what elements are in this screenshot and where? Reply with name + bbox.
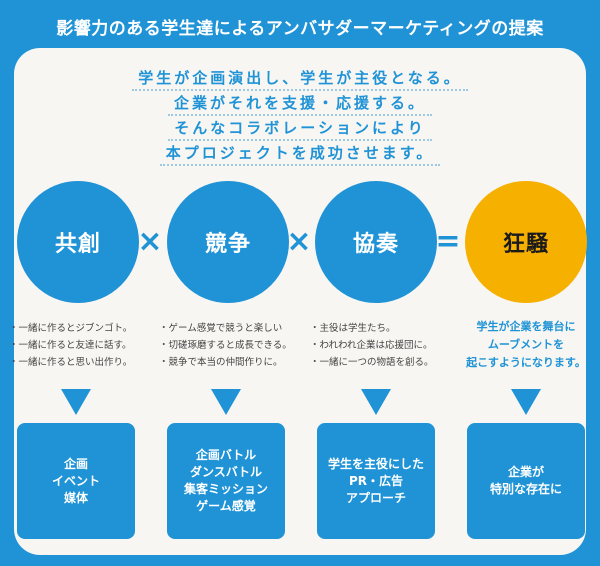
note-item: ・ゲーム感覚で競うと楽しい [159,323,283,334]
page-title: 影響力のある学生達によるアンバサダーマーケティングの提案 [56,19,544,39]
outcome-box: 企画バトル ダンスバトル 集客ミッション ゲーム感覚 [167,423,285,539]
intro-statement: 学生が企画演出し、学生が主役となる。 企業がそれを支援・応援する。 そんなコラボ… [0,66,600,166]
outcome-box: 学生を主役にした PR・広告 アプローチ [317,423,435,539]
term-label: 共創 [54,232,101,257]
outcome-line: 企画バトル [195,448,257,462]
intro-line: そんなコラボレーションにより [168,116,432,141]
term-label: 協奏 [352,232,399,257]
down-arrow-icon [61,389,91,415]
notes-list: ・ゲーム感覚で競うと楽しい ・切磋琢磨すると成長できる。 ・競争で本当の仲間作り… [159,320,309,371]
result-statement: 学生が企業を舞台に ムーブメントを 起こすようになります。 [453,318,599,372]
intro-line: 本プロジェクトを成功させます。 [159,141,441,166]
outcome-line: ダンスバトル [189,465,263,479]
outcome-line: 企業が [507,465,544,479]
intro-line: 学生が企画演出し、学生が主役となる。 [132,66,468,91]
result-line: 起こすようになります。 [466,356,586,369]
notes-list: ・主役は学生たち。 ・われわれ企業は応援団に。 ・一緒に一つの物語を創る。 [310,320,460,371]
outcome-line: 企画 [63,456,88,471]
note-item: ・われわれ企業は応援団に。 [310,340,433,351]
down-arrow-icon [511,389,541,415]
outcome-line: 媒体 [63,490,88,505]
times-operator: × [137,224,163,259]
note-item: ・競争で本当の仲間作りに。 [159,357,283,368]
term-circle-frenzy: 狂騒 [465,181,587,303]
outcome-box: 企画 イベント 媒体 [17,423,135,539]
term-circle-co-creation: 共創 [17,181,139,303]
term-circle-competition: 競争 [167,181,289,303]
note-item: ・一緒に作ると思い出作り。 [9,357,133,368]
outcome-line: 特別な存在に [489,482,562,496]
note-item: ・一緒に一つの物語を創る。 [310,357,434,368]
equals-operator: = [435,224,461,259]
outcome-line: イベント [51,473,100,488]
down-arrow-icon [211,389,241,415]
outcome-line: 集客ミッション [183,482,268,496]
term-label: 競争 [204,232,251,257]
intro-line: 企業がそれを支援・応援する。 [167,91,432,116]
note-item: ・切磋琢磨すると成長できる。 [159,340,292,351]
term-label: 狂騒 [502,232,549,257]
outcome-line: 学生を主役にした [327,456,424,471]
notes-list: ・一緒に作るとジブンゴト。 ・一緒に作ると友達に話す。 ・一緒に作ると思い出作り… [9,320,159,371]
result-line: ムーブメントを [487,338,565,351]
down-arrow-icon [361,389,391,415]
times-operator: × [286,224,312,259]
result-line: 学生が企業を舞台に [476,320,576,333]
note-item: ・一緒に作るとジブンゴト。 [9,323,133,334]
outcome-line: ゲーム感覚 [196,499,256,513]
outcome-box: 企業が 特別な存在に [467,423,585,539]
note-item: ・一緒に作ると友達に話す。 [9,340,132,351]
note-item: ・主役は学生たち。 [310,323,396,334]
term-circle-ensemble: 協奏 [315,181,437,303]
outcome-line: PR・広告 [348,473,404,488]
outcome-line: アプローチ [345,490,406,505]
